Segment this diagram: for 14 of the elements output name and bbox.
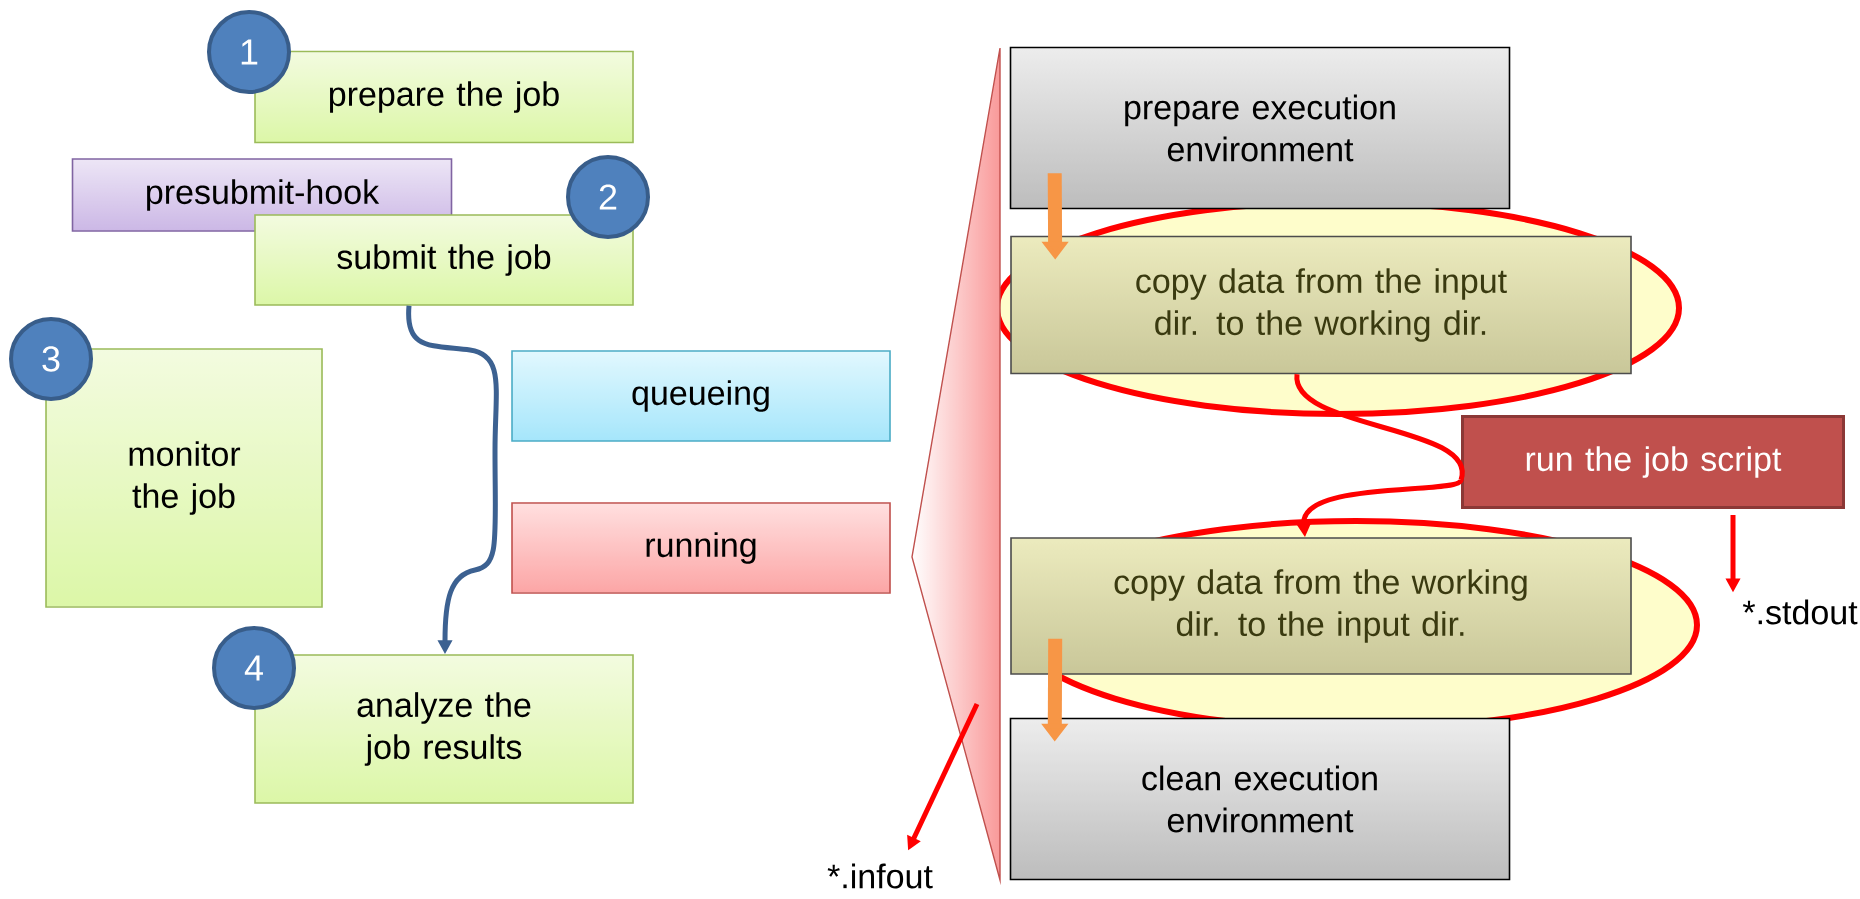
step-number: 1 [207, 10, 291, 94]
step-box: submit the job [254, 214, 634, 306]
step-number: 4 [212, 626, 296, 710]
phase-box: copy data from the working dir. to the input dir. [1010, 537, 1632, 675]
phase-box: clean execution environment [1009, 717, 1511, 881]
phase-box: prepare execution environment [1009, 46, 1511, 210]
state-box: queueing [511, 350, 891, 442]
phase-box: copy data from the input dir. to the working dir. [1010, 235, 1632, 375]
file-label: *.infout [827, 863, 933, 889]
state-box: running [511, 502, 891, 594]
step-number: 2 [566, 155, 650, 239]
file-label: *.stdout [1742, 599, 1858, 625]
step-number: 3 [9, 317, 93, 401]
script-box: run the job script [1461, 415, 1845, 509]
